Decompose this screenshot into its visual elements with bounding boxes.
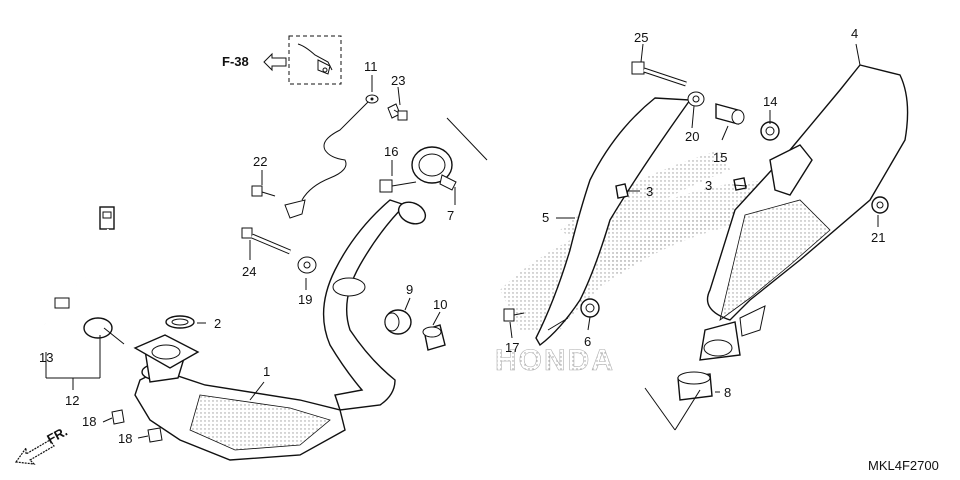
bolt-16	[379, 179, 417, 193]
callout-8[interactable]: 8	[724, 385, 731, 400]
collar-15	[715, 103, 745, 125]
callout-labels: 1 2 3 3 4 5 6 7 8 9 10 11 12 13 14 15 16…	[39, 26, 885, 446]
diagram-ref-code: MKL4F2700	[868, 458, 939, 473]
callout-5[interactable]: 5	[542, 210, 549, 225]
honda-watermark-text: HONDA	[495, 344, 615, 377]
bolt-25	[631, 61, 687, 87]
collar-10	[422, 324, 446, 351]
figure-ref-arrow-icon	[263, 52, 287, 72]
leader-lines	[45, 43, 879, 439]
front-arrow-icon	[14, 439, 55, 465]
exhaust-flange	[133, 334, 200, 369]
rubber-14	[760, 121, 780, 141]
callout-13[interactable]: 13	[39, 350, 53, 365]
callout-22[interactable]: 22	[253, 154, 267, 169]
sensor-clip-detail	[288, 35, 342, 85]
callout-17[interactable]: 17	[505, 340, 519, 355]
callout-3-muffler[interactable]: 3	[705, 178, 712, 193]
callout-4[interactable]: 4	[851, 26, 858, 41]
exhaust-pipe	[322, 199, 427, 411]
callout-2[interactable]: 2	[214, 316, 221, 331]
callout-12[interactable]: 12	[65, 393, 79, 408]
muffler-4	[699, 64, 909, 361]
bolt-24	[241, 227, 291, 255]
heat-shield-5	[535, 97, 692, 347]
callout-25[interactable]: 25	[634, 30, 648, 45]
rubber-3-muffler	[733, 177, 747, 191]
callout-19[interactable]: 19	[298, 292, 312, 307]
rubber-3-shield	[615, 183, 629, 199]
washer-19	[297, 256, 317, 274]
nut-18-lower	[147, 427, 163, 443]
catalyst-chamber	[134, 339, 346, 461]
nut-18-upper	[111, 409, 125, 425]
callout-7[interactable]: 7	[447, 208, 454, 223]
callout-10[interactable]: 10	[433, 297, 447, 312]
callout-24[interactable]: 24	[242, 264, 256, 279]
rubber-6	[580, 298, 600, 318]
callout-11[interactable]: 11	[364, 59, 378, 74]
figure-reference[interactable]: F-38	[222, 52, 287, 72]
clamp-7	[411, 117, 488, 191]
bolt-22	[251, 185, 276, 197]
gasket-2	[165, 315, 195, 329]
front-direction-indicator: FR.	[14, 424, 70, 465]
callout-23[interactable]: 23	[391, 73, 405, 88]
callout-6[interactable]: 6	[584, 334, 591, 349]
callout-18-lower[interactable]: 18	[118, 431, 132, 446]
grommet-9	[384, 309, 412, 335]
callout-9[interactable]: 9	[406, 282, 413, 297]
callout-1[interactable]: 1	[263, 364, 270, 379]
callout-16[interactable]: 16	[384, 144, 398, 159]
callout-14[interactable]: 14	[763, 94, 777, 109]
callout-15[interactable]: 15	[713, 150, 727, 165]
callout-21[interactable]: 21	[871, 230, 885, 245]
o2-sensor	[22, 206, 125, 345]
bolt-23	[387, 103, 408, 121]
gasket-8	[644, 371, 713, 431]
callout-18-upper[interactable]: 18	[82, 414, 96, 429]
washer-20	[687, 91, 705, 107]
nut-21	[871, 196, 889, 214]
callout-20[interactable]: 20	[685, 129, 699, 144]
bolt-17	[503, 308, 525, 322]
callout-3-shield[interactable]: 3	[646, 184, 653, 199]
sensor-wire	[284, 94, 379, 219]
figure-ref-label: F-38	[222, 54, 249, 69]
